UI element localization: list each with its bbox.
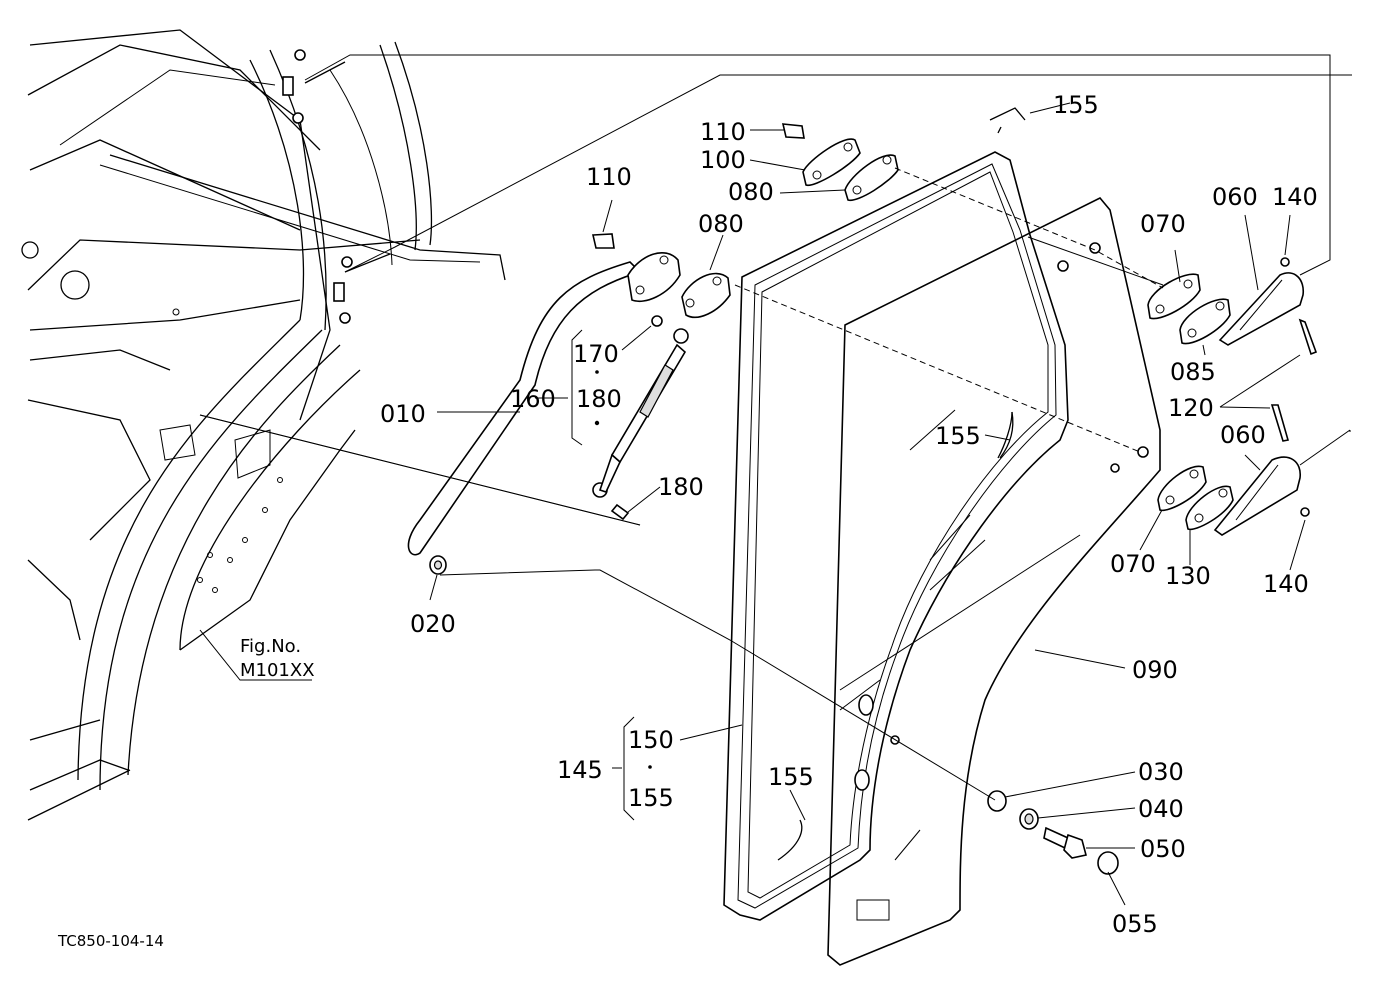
callout-155-bottom: 155: [768, 763, 814, 791]
callout-070-bottom: 070: [1110, 550, 1156, 578]
door-stay-rod: [407, 261, 642, 575]
seal-pieces: [777, 107, 1026, 861]
fig-number: M101XX: [240, 660, 315, 681]
upper-brackets: [592, 123, 899, 319]
callout-140-bottom: 140: [1263, 570, 1309, 598]
drawing-code: TC850-104-14: [57, 932, 164, 950]
callout-100: 100: [700, 146, 746, 174]
callout-120: 120: [1168, 394, 1214, 422]
callout-040: 040: [1138, 795, 1184, 823]
callout-140-top: 140: [1272, 183, 1318, 211]
reference-lines: [199, 54, 1352, 906]
callout-060-top: 060: [1212, 183, 1258, 211]
callout-160: 160: [510, 385, 556, 413]
callout-080-top: 080: [728, 178, 774, 206]
door-glass: [827, 197, 1161, 966]
callout-130: 130: [1165, 562, 1211, 590]
callout-055: 055: [1112, 910, 1158, 938]
callout-030: 030: [1138, 758, 1184, 786]
callout-155-mid: 155: [935, 422, 981, 450]
callout-labels: 155 110 100 080 110 080 170 160 180 180 …: [380, 91, 1318, 938]
fig-label: Fig.No.: [240, 636, 301, 657]
callout-070-top: 070: [1140, 210, 1186, 238]
cab-frame: [21, 29, 506, 821]
callout-155-group: 155: [628, 784, 674, 812]
callout-145: 145: [557, 756, 603, 784]
gas-spring: [592, 315, 689, 521]
callout-085: 085: [1170, 358, 1216, 386]
callout-060-bottom: 060: [1220, 421, 1266, 449]
callout-150: 150: [628, 726, 674, 754]
callout-090: 090: [1132, 656, 1178, 684]
callout-080-left: 080: [698, 210, 744, 238]
callout-110-top: 110: [700, 118, 746, 146]
callout-180-group: 180: [576, 385, 622, 413]
callout-020: 020: [410, 610, 456, 638]
callout-155-top: 155: [1053, 91, 1099, 119]
callout-110-left: 110: [586, 163, 632, 191]
callout-180-end: 180: [658, 473, 704, 501]
lower-fasteners: [987, 790, 1119, 875]
callout-010: 010: [380, 400, 426, 428]
figure-reference: Fig.No. M101XX TC850-104-14: [57, 636, 315, 950]
callout-170: 170: [573, 340, 619, 368]
callout-050: 050: [1140, 835, 1186, 863]
right-hinges: [1147, 257, 1318, 536]
